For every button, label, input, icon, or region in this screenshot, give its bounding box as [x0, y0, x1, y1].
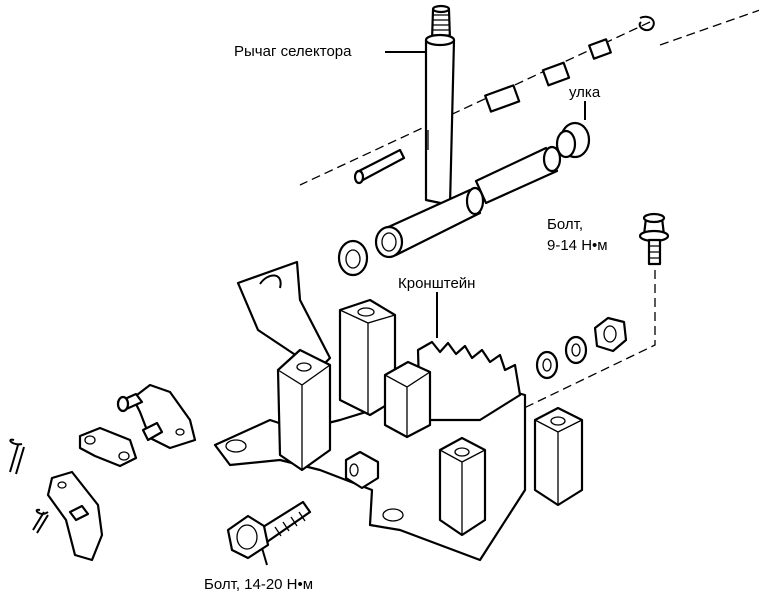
label-selector-lever: Рычаг селектора: [234, 43, 352, 60]
washer-flat: [535, 350, 559, 380]
label-bushing: улка: [569, 84, 601, 101]
cotter-pin-lower: [32, 508, 49, 534]
leader-lines: [261, 51, 586, 566]
flanged-washer: [337, 239, 369, 277]
bracket-body: [213, 260, 584, 562]
linkage-plate: [78, 426, 138, 468]
label-bolt-large: Болт, 14-20 Н•м: [204, 576, 314, 593]
cotter-pin-upper: [9, 438, 25, 475]
lever-shaft-tube: [374, 145, 562, 259]
small-bushing: [484, 38, 612, 113]
lever-pin: [353, 148, 406, 185]
bolt-large: [226, 500, 312, 560]
flanged-sleeve: [555, 121, 591, 159]
linkage-arm: [116, 383, 197, 450]
washer-spring: [564, 335, 588, 365]
selector-lever: [424, 4, 456, 207]
label-bracket: Кронштейн: [398, 275, 476, 292]
label-bolt-small-torque: 9-14 Н•м: [547, 237, 608, 254]
label-bolt-small-title: Болт,: [547, 216, 583, 233]
detent-lever: [46, 470, 104, 562]
bolt-small: [638, 212, 670, 266]
hex-nut: [593, 316, 628, 353]
retaining-clip: [638, 15, 655, 32]
